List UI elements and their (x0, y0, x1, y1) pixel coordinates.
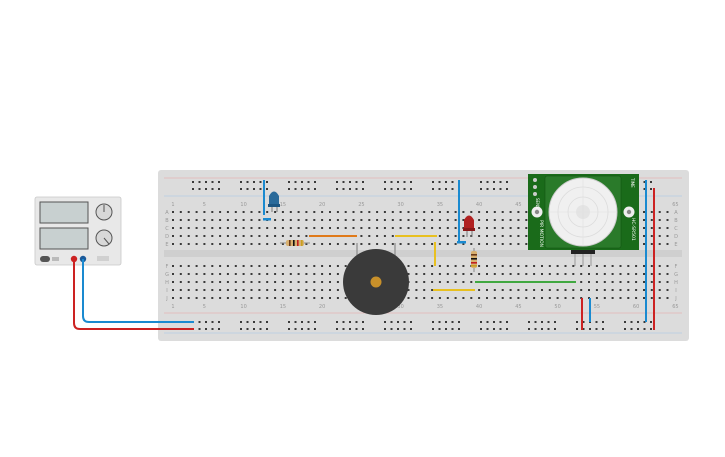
row-letter-right: B (674, 218, 678, 224)
row-letter-right: E (674, 242, 677, 248)
column-number-bottom: 35 (437, 304, 443, 310)
row-letter-right: F (675, 264, 678, 270)
column-number-top: 10 (240, 202, 246, 208)
buzzer[interactable] (343, 249, 409, 315)
display-bottom (39, 227, 89, 250)
row-letter-left: C (165, 226, 169, 232)
center-channel (164, 250, 682, 257)
column-number-bottom: 45 (515, 304, 521, 310)
column-number-bottom: 20 (319, 304, 325, 310)
pir-connector (571, 250, 595, 254)
column-number-top: 65 (672, 202, 678, 208)
column-number-top: 1 (171, 202, 174, 208)
wire-power-red[interactable] (73, 259, 194, 330)
pir-label-sens: SENS (535, 198, 540, 209)
column-number-bottom: 30 (397, 304, 403, 310)
pir-label-model: HC-SR501 (630, 218, 636, 241)
row-letter-left: I (166, 288, 167, 294)
column-number-top: 35 (437, 202, 443, 208)
column-number-bottom: 65 (672, 304, 678, 310)
column-number-top: 20 (319, 202, 325, 208)
row-letter-left: A (165, 210, 169, 216)
column-number-top: 15 (280, 202, 286, 208)
pir-label-type: PIR MOTION (538, 220, 544, 247)
row-letter-left: G (165, 272, 169, 278)
column-number-top: 5 (203, 202, 206, 208)
row-letter-right: C (674, 226, 678, 232)
row-letter-left: H (165, 280, 169, 286)
column-number-top: 40 (476, 202, 482, 208)
led-blue[interactable] (268, 191, 280, 213)
column-number-bottom: 10 (240, 304, 246, 310)
display-top (39, 201, 89, 224)
power-supply[interactable] (34, 196, 122, 266)
resistor-vertical[interactable] (471, 248, 477, 272)
column-number-bottom: 50 (554, 304, 560, 310)
row-letter-left: F (166, 264, 169, 270)
column-number-bottom: 1 (171, 304, 174, 310)
column-number-bottom: 60 (633, 304, 639, 310)
row-letter-right: H (674, 280, 678, 286)
row-letter-left: D (165, 234, 169, 240)
wire-power-blue[interactable] (82, 259, 194, 323)
column-number-bottom: 55 (594, 304, 600, 310)
column-number-top: 25 (358, 202, 364, 208)
column-number-bottom: 5 (203, 304, 206, 310)
column-number-top: 30 (397, 202, 403, 208)
row-letter-right: I (675, 288, 676, 294)
resistor-horizontal[interactable] (280, 240, 310, 246)
row-letter-left: B (165, 218, 169, 224)
row-letter-right: J (674, 296, 676, 302)
row-letter-right: A (674, 210, 678, 216)
power-switch[interactable] (40, 256, 50, 262)
row-letter-left: E (165, 242, 168, 248)
pir-label-time: TIME (630, 177, 635, 188)
column-number-bottom: 15 (280, 304, 286, 310)
row-letter-left: J (165, 296, 167, 302)
row-letter-right: G (674, 272, 678, 278)
row-letter-right: D (674, 234, 678, 240)
column-number-top: 45 (515, 202, 521, 208)
led-red[interactable] (463, 215, 475, 238)
column-number-bottom: 40 (476, 304, 482, 310)
pir-sensor[interactable]: HC-SR501 PIR MOTION TIME SENS (528, 174, 639, 266)
